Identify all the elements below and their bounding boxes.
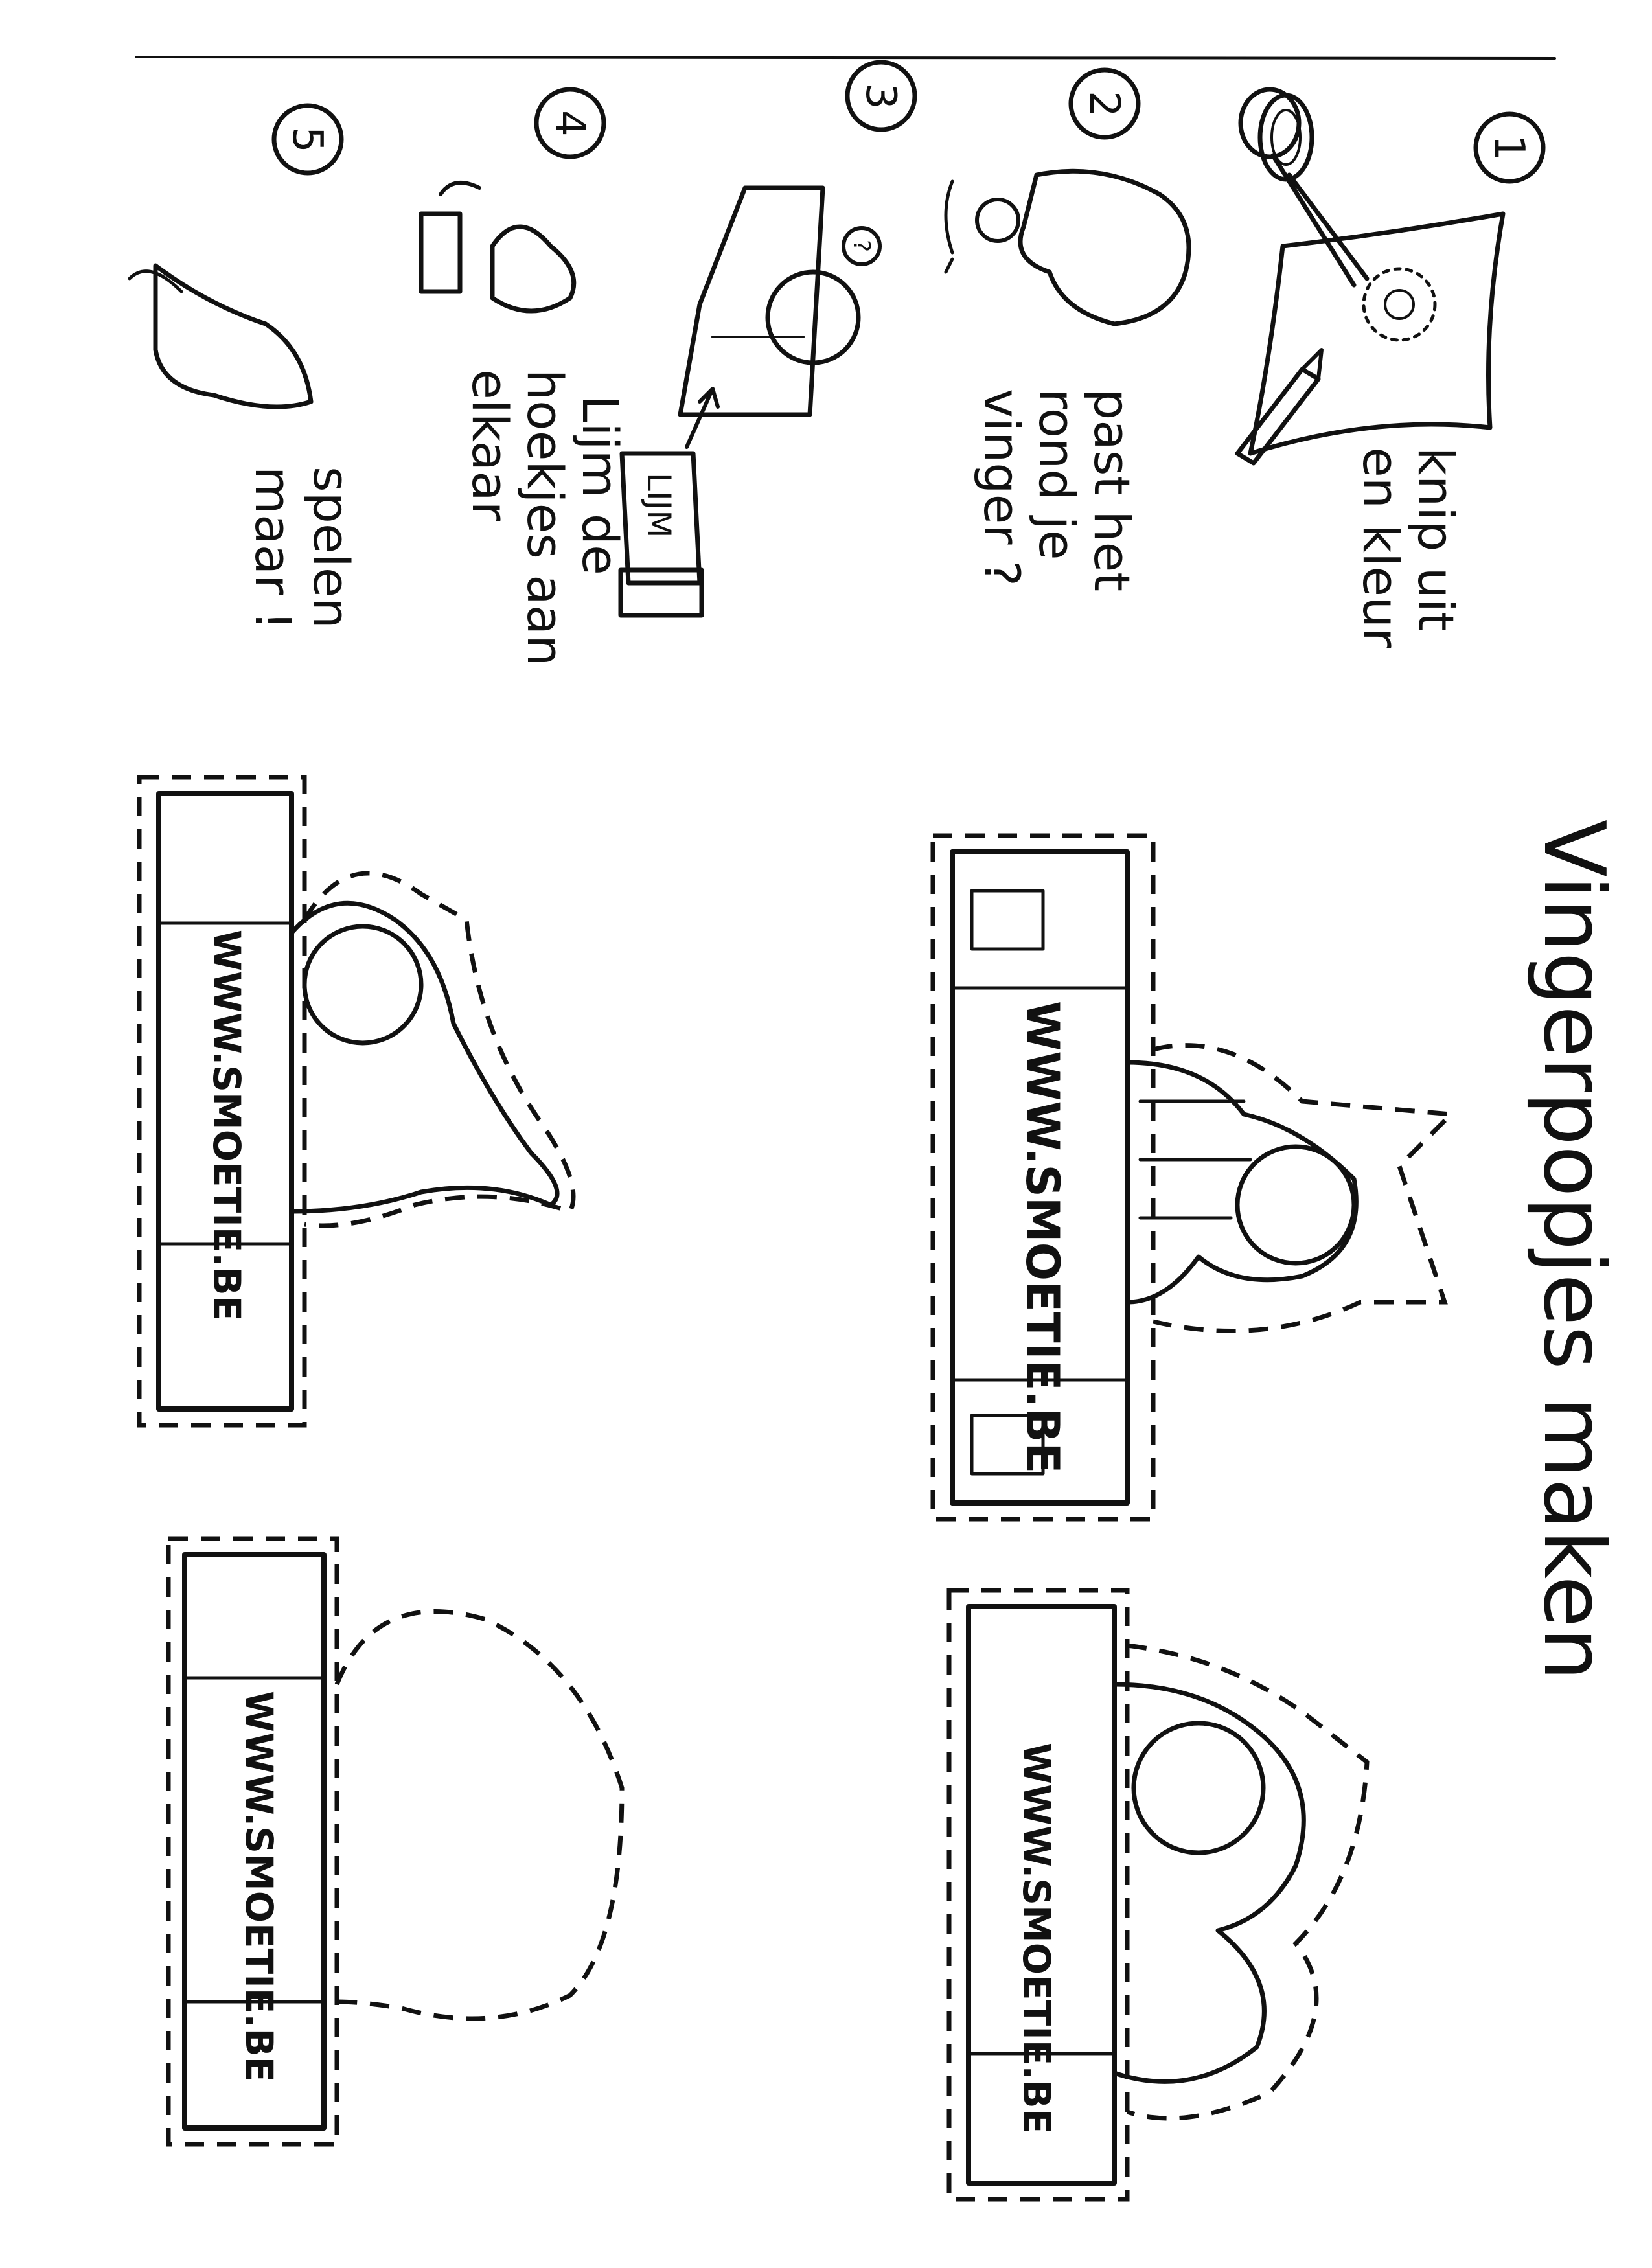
step-text-line: maar ! bbox=[244, 466, 302, 630]
puppet-cutout-4: WWW.SMOETIE.BE bbox=[166, 1536, 625, 2147]
cat-icon bbox=[289, 900, 560, 1214]
step-number-circle bbox=[1068, 67, 1141, 140]
step-number-circle bbox=[271, 103, 344, 176]
step-text-line: spelen bbox=[303, 466, 360, 629]
step-text-line: en kleur bbox=[1352, 447, 1410, 648]
puppet-cutout-3: WWW.SMOETIE.BE bbox=[946, 1588, 1370, 2202]
cut-line bbox=[930, 833, 1156, 1522]
band-url: WWW.SMOETIE.BE bbox=[1016, 1001, 1069, 1473]
step-text-line: knip uit bbox=[1407, 447, 1465, 632]
finger-puppet-icon bbox=[975, 198, 1020, 243]
puppet-band bbox=[950, 849, 1130, 1506]
band-url: WWW.SMOETIE.BE bbox=[1015, 1743, 1059, 2134]
cut-line bbox=[1126, 1643, 1370, 2121]
step-number-circle bbox=[845, 60, 917, 132]
step-text-line: hoekjes aan bbox=[516, 369, 574, 666]
step-text-line: past het bbox=[1083, 389, 1141, 591]
step-3: 3 ? LIJM bbox=[618, 60, 917, 618]
step-text-line: Lijm de bbox=[571, 395, 629, 575]
step-number: 2 bbox=[1080, 91, 1128, 117]
svg-text:?: ? bbox=[848, 240, 875, 252]
step-number: 5 bbox=[283, 126, 331, 153]
step-number: 4 bbox=[545, 110, 593, 137]
glue-stick-icon bbox=[970, 889, 1045, 951]
puppet-cutout-2: WWW.SMOETIE.BE bbox=[137, 775, 576, 1428]
step-text-line: elkaar bbox=[461, 369, 519, 522]
puppet-band bbox=[966, 1604, 1117, 2186]
top-edge-line bbox=[135, 56, 1556, 60]
hand-icon bbox=[153, 263, 314, 409]
cat-icon bbox=[1362, 267, 1437, 342]
hand-icon bbox=[1018, 168, 1191, 326]
cat-icon bbox=[490, 224, 577, 314]
arrow-icon bbox=[944, 179, 954, 274]
puppet-band bbox=[182, 1552, 327, 2131]
cat-icon bbox=[1112, 1682, 1306, 2084]
step-number: 1 bbox=[1485, 135, 1533, 161]
pencil-icon bbox=[1235, 348, 1324, 466]
page-title: Vingerpopjes maken bbox=[1525, 819, 1623, 1681]
scissors-icon bbox=[1238, 87, 1370, 288]
cat-icon bbox=[765, 269, 861, 365]
cut-line bbox=[302, 871, 576, 1228]
step-number: 3 bbox=[856, 83, 904, 109]
step-number-circle bbox=[1473, 111, 1546, 184]
cut-line bbox=[137, 775, 307, 1428]
step-text-line: vinger ? bbox=[973, 389, 1031, 586]
paper-strip-icon bbox=[678, 185, 825, 417]
arrow-icon bbox=[439, 181, 481, 196]
cut-line bbox=[1153, 1043, 1456, 1334]
paper-strip-icon bbox=[419, 211, 463, 294]
cut-line bbox=[334, 1609, 625, 2021]
glue-stick-icon: LIJM bbox=[618, 451, 704, 618]
puppet-band bbox=[156, 791, 294, 1412]
cut-line bbox=[946, 1588, 1130, 2202]
band-url: WWW.SMOETIE.BE bbox=[237, 1691, 281, 2082]
arrow-icon bbox=[685, 387, 720, 449]
cut-line bbox=[166, 1536, 339, 2147]
step-5: 5 spelen maar ! bbox=[128, 103, 360, 630]
step-2: 2 past het rond je vinger ? bbox=[944, 67, 1191, 591]
step-number-circle bbox=[534, 87, 606, 159]
puppet-cutout-1: WWW.SMOETIE.BE bbox=[930, 833, 1456, 1522]
step-text-line: rond je bbox=[1028, 389, 1086, 560]
glue-label: LIJM bbox=[640, 473, 678, 538]
question-bubble-icon bbox=[842, 226, 882, 266]
paper-sheet-icon bbox=[1248, 211, 1506, 456]
glue-stick-icon bbox=[970, 1414, 1045, 1476]
step-1: 1 knip uit en kleur bbox=[1235, 87, 1546, 648]
cat-icon bbox=[1125, 1060, 1359, 1305]
step-4: 4 Lijm de hoekjes aan elkaar bbox=[419, 87, 629, 666]
band-url: WWW.SMOETIE.BE bbox=[205, 930, 249, 1321]
